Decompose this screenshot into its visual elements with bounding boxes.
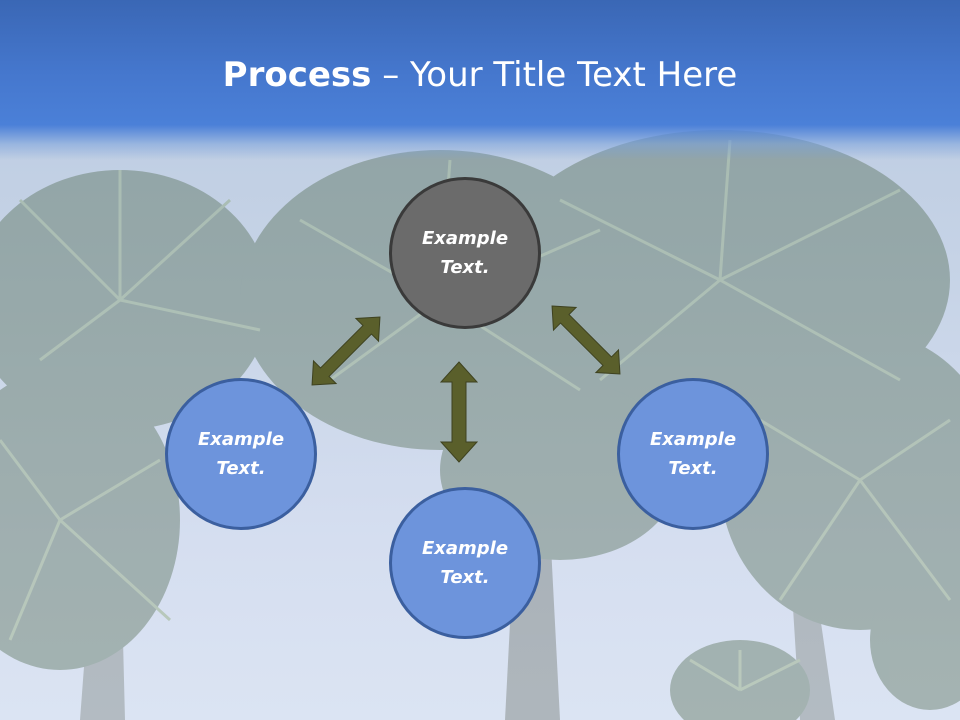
title-bar [0,0,960,160]
left-node-label: Example Text. [197,429,285,479]
bottom-node-label: Example Text. [421,538,509,588]
title-text: Your Title Text Here [410,55,738,95]
center-node: Example Text. [389,177,541,329]
title-bold: Process [222,55,372,95]
right-node: Example Text. [617,378,769,530]
right-node-label: Example Text. [649,429,737,479]
slide-title: Process – Your Title Text Here [0,52,960,98]
arrow-center-left [311,316,381,386]
bottom-node: Example Text. [389,487,541,639]
center-node-label: Example Text. [421,228,509,278]
arrow-center-right [551,305,621,375]
title-dash: – [382,55,400,95]
left-node: Example Text. [165,378,317,530]
arrow-center-bottom [439,361,479,463]
